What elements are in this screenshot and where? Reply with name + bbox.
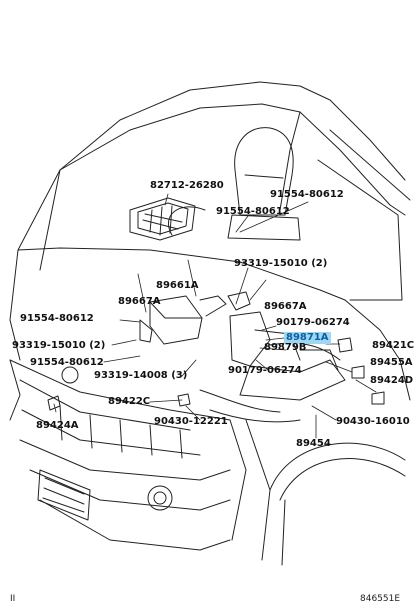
- sensor-right: [337, 337, 353, 353]
- part-label-89422C[interactable]: 89422C: [108, 396, 151, 407]
- figure-id: 846551E: [360, 594, 401, 604]
- corner-mark-left: II: [10, 594, 16, 604]
- part-label-89661A[interactable]: 89661A: [156, 280, 199, 291]
- wheel-lower: [261, 489, 286, 566]
- bumper-top: [19, 439, 231, 481]
- roof-outline: [17, 81, 406, 251]
- sensor-right2: [351, 365, 365, 379]
- ecu-bracket: [139, 319, 153, 343]
- wheel-arch: [269, 442, 406, 491]
- hose-1: [199, 389, 281, 413]
- bumper-bottom: [39, 499, 231, 551]
- sensor-right3: [371, 391, 385, 405]
- hood-line: [17, 247, 346, 301]
- sensor-small-mid: [177, 393, 191, 407]
- part-label-93319-14008[interactable]: 93319-14008 (3): [94, 370, 188, 381]
- part-label-90179-06274-a[interactable]: 90179-06274: [276, 317, 350, 328]
- door-window: [317, 159, 403, 301]
- windshield-top: [59, 103, 301, 171]
- fender-front: [245, 419, 271, 491]
- part-label-89424D[interactable]: 89424D: [370, 375, 414, 386]
- part-label-89454[interactable]: 89454: [296, 438, 331, 449]
- plate-box: [37, 469, 91, 521]
- grille-mid: [21, 409, 201, 456]
- part-label-89424A[interactable]: 89424A: [36, 420, 79, 431]
- part-label-90430-16010[interactable]: 90430-16010: [336, 416, 410, 427]
- fog-lamp-inner: [153, 491, 167, 505]
- windshield-a-pillar-left: [39, 169, 61, 271]
- part-label-89455A[interactable]: 89455A: [370, 357, 413, 368]
- part-label-90430-12221[interactable]: 90430-12221: [154, 416, 228, 427]
- ecu-cover-inner: [137, 202, 189, 235]
- ecu-box-top: [149, 301, 203, 319]
- bracket-right: [227, 291, 251, 311]
- ecu-cover-grid1: [142, 205, 183, 236]
- fender-right: [344, 299, 411, 401]
- intake: [269, 342, 341, 361]
- seat-back-detail: [244, 174, 284, 179]
- grille-slats: [59, 404, 183, 459]
- part-label-89667A-right[interactable]: 89667A: [264, 301, 307, 312]
- headlight-left: [9, 359, 21, 421]
- windshield-inner: [299, 111, 406, 216]
- part-label-89667A-left[interactable]: 89667A: [118, 296, 161, 307]
- part-label-91554-80612-left[interactable]: 91554-80612: [20, 313, 94, 324]
- wheel-arch-inner: [279, 458, 406, 501]
- seat-back: [234, 127, 294, 216]
- hose-2: [209, 409, 301, 423]
- hood-front: [9, 249, 21, 361]
- part-label-93319-15010-right[interactable]: 93319-15010 (2): [234, 258, 328, 269]
- a-pillar-right: [279, 111, 301, 211]
- part-label-89421C[interactable]: 89421C: [372, 340, 415, 351]
- part-label-91554-80612-mid[interactable]: 91554-80612: [216, 206, 290, 217]
- part-label-93319-15010-left[interactable]: 93319-15010 (2): [12, 340, 106, 351]
- emblem: [61, 366, 79, 384]
- engine-part-1: [229, 311, 271, 367]
- ecu-cover: [129, 197, 196, 241]
- part-label-89879B[interactable]: 89879B: [264, 342, 307, 353]
- fog-lamp: [147, 485, 173, 511]
- seat-cushion: [227, 214, 301, 241]
- door-frame: [329, 129, 411, 201]
- part-label-82712-26280[interactable]: 82712-26280: [150, 180, 224, 191]
- ecu-bracket2: [199, 295, 227, 317]
- leader-lines: [53, 193, 377, 439]
- plate-lines: [42, 477, 85, 513]
- headlight-right: [229, 419, 247, 541]
- coolant: [299, 349, 339, 371]
- ecu-box: [149, 295, 203, 345]
- part-label-91554-80612-top[interactable]: 91554-80612: [270, 189, 344, 200]
- part-label-90179-06274-b[interactable]: 90179-06274: [228, 365, 302, 376]
- part-label-89871A-highlighted[interactable]: 89871A: [284, 332, 331, 344]
- grille-top: [9, 359, 231, 421]
- grille-upper: [19, 379, 191, 431]
- engine-part-2: [239, 359, 346, 401]
- steering-col: [167, 206, 206, 236]
- part-label-91554-80612-left2[interactable]: 91554-80612: [30, 357, 104, 368]
